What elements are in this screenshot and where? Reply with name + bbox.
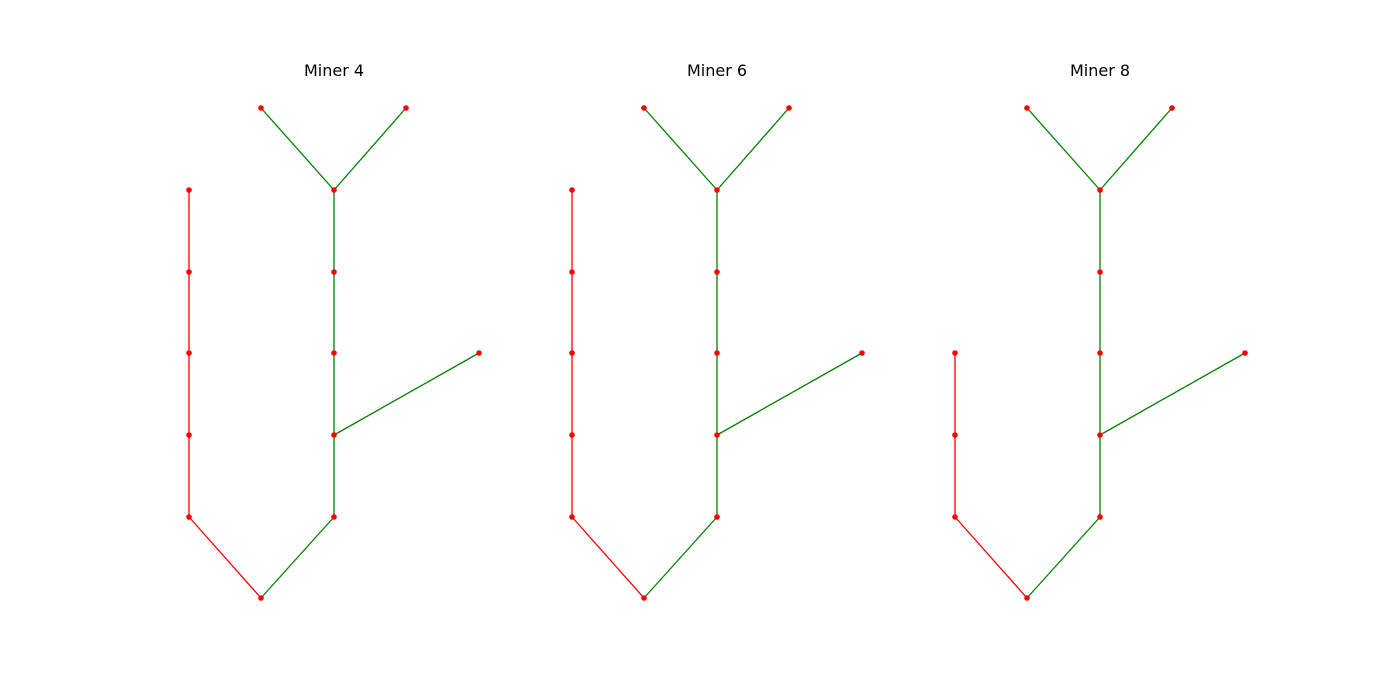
graph-node	[1097, 269, 1103, 275]
panel-miner-4: Miner 4	[186, 61, 482, 601]
graph-node	[714, 514, 720, 520]
graph-node	[1097, 432, 1103, 438]
graph-node	[186, 187, 192, 193]
edge-green	[260, 107, 335, 191]
graph-node	[1097, 350, 1103, 356]
graph-node	[859, 350, 865, 356]
graph-node	[186, 350, 192, 356]
panel-miner-8: Miner 8	[952, 61, 1248, 601]
graph-node	[569, 432, 575, 438]
edge-green	[1099, 107, 1173, 191]
graph-node	[714, 350, 720, 356]
graph-node	[952, 432, 958, 438]
graph-node	[569, 269, 575, 275]
edge-green	[1026, 516, 1101, 599]
edge-green	[333, 107, 407, 191]
edge-green	[1099, 352, 1246, 436]
edge-green	[260, 516, 335, 599]
graph-node	[403, 105, 409, 111]
graph-node	[258, 595, 264, 601]
edge-red	[188, 516, 262, 599]
graph-node	[186, 432, 192, 438]
edge-green	[716, 107, 790, 191]
panel-miner-6: Miner 6	[569, 61, 865, 601]
graph-node	[641, 105, 647, 111]
edge-red	[571, 516, 645, 599]
graph-node	[331, 514, 337, 520]
graph-node	[1024, 595, 1030, 601]
graph-node	[641, 595, 647, 601]
edge-green	[643, 107, 718, 191]
graph-node	[331, 269, 337, 275]
graph-node	[331, 432, 337, 438]
node-layer	[952, 105, 1248, 601]
graph-node	[476, 350, 482, 356]
panel-title: Miner 4	[304, 61, 364, 80]
panel-title: Miner 6	[687, 61, 747, 80]
graph-node	[186, 269, 192, 275]
graph-node	[569, 187, 575, 193]
edge-layer	[571, 107, 863, 599]
graph-node	[569, 514, 575, 520]
graph-node	[952, 350, 958, 356]
graph-node	[1097, 187, 1103, 193]
graph-node	[714, 187, 720, 193]
graph-node	[1169, 105, 1175, 111]
graph-node	[331, 187, 337, 193]
edge-green	[333, 352, 480, 436]
graph-node	[1242, 350, 1248, 356]
graph-node	[186, 514, 192, 520]
edge-layer	[954, 107, 1246, 599]
graph-node	[258, 105, 264, 111]
graph-node	[1097, 514, 1103, 520]
panel-title: Miner 8	[1070, 61, 1130, 80]
edge-green	[1026, 107, 1101, 191]
graph-node	[714, 432, 720, 438]
graph-node	[952, 514, 958, 520]
graph-node	[714, 269, 720, 275]
node-layer	[186, 105, 482, 601]
edge-green	[716, 352, 863, 436]
edge-red	[954, 516, 1028, 599]
node-layer	[569, 105, 865, 601]
edge-layer	[188, 107, 480, 599]
graph-node	[786, 105, 792, 111]
graph-node	[1024, 105, 1030, 111]
edge-green	[643, 516, 718, 599]
graph-node	[331, 350, 337, 356]
graph-node	[569, 350, 575, 356]
